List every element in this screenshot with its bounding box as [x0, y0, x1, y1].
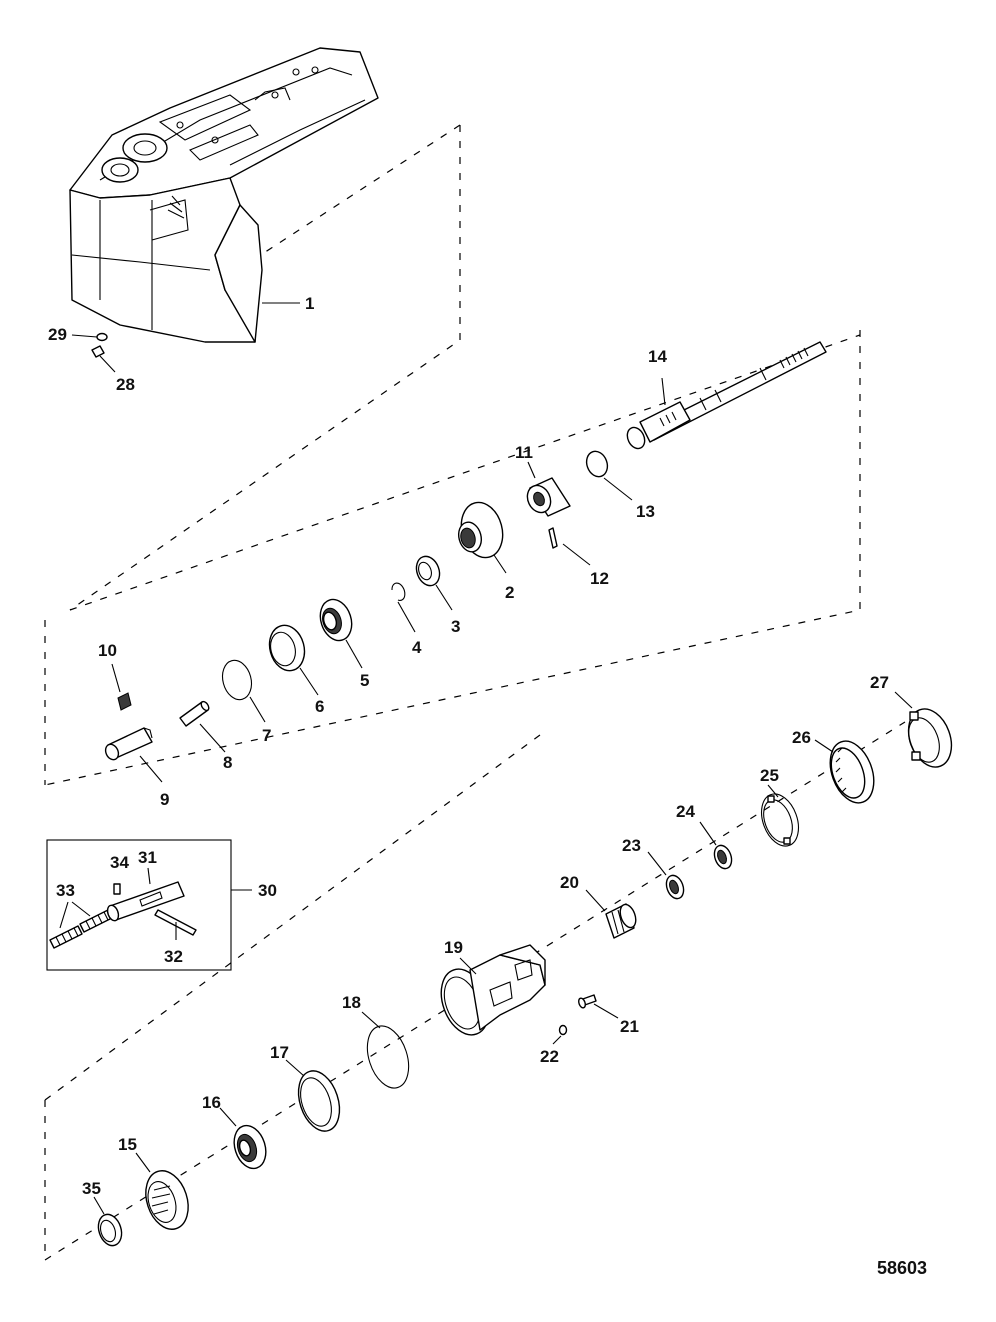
callout-25: 25 — [760, 766, 779, 785]
ball-bearing — [233, 1124, 267, 1170]
callout-7: 7 — [262, 726, 271, 745]
callout-29: 29 — [48, 325, 67, 344]
callout-23: 23 — [622, 836, 641, 855]
callout-16: 16 — [202, 1093, 221, 1112]
snap-ring — [391, 582, 406, 601]
callout-32: 32 — [164, 947, 183, 966]
callout-17: 17 — [270, 1043, 289, 1062]
callout-13: 13 — [636, 502, 655, 521]
retaining-ring — [585, 450, 609, 478]
drain-screw-and-washer — [91, 332, 108, 358]
tapered-bearing — [319, 598, 353, 642]
bearing-carrier — [440, 944, 546, 1036]
screw — [578, 994, 597, 1009]
callout-27: 27 — [870, 673, 889, 692]
needle-bearing — [415, 555, 441, 587]
callout-11: 11 — [515, 443, 533, 462]
callout-33: 33 — [56, 881, 75, 900]
assembly-guide-lines — [44, 124, 906, 1261]
callout-26: 26 — [792, 728, 811, 747]
thrust-ring — [297, 1070, 341, 1132]
callout-2: 2 — [505, 583, 514, 602]
callout-22: 22 — [540, 1047, 559, 1066]
roller-bearing — [605, 903, 637, 939]
figure-id: 58603 — [877, 1258, 927, 1278]
callout-4: 4 — [412, 638, 422, 657]
callout-21: 21 — [620, 1017, 639, 1036]
callout-18: 18 — [342, 993, 361, 1012]
callout-28: 28 — [116, 375, 135, 394]
callout-6: 6 — [315, 697, 324, 716]
thrust-washer — [713, 844, 733, 870]
gear-housing — [69, 47, 379, 343]
callout-9: 9 — [160, 790, 169, 809]
cam-follower — [179, 700, 210, 727]
thrust-hub — [145, 1170, 189, 1230]
bearing-cup — [268, 624, 306, 672]
callout-8: 8 — [223, 753, 232, 772]
callout-5: 5 — [360, 671, 369, 690]
detent-pin — [117, 692, 132, 711]
callout-24: 24 — [676, 802, 695, 821]
retainer-cover — [907, 708, 953, 768]
clutch — [526, 477, 571, 517]
callout-19: 19 — [444, 938, 463, 957]
shift-spool — [104, 727, 153, 761]
large-o-ring — [366, 1025, 410, 1089]
seal — [665, 874, 685, 900]
shim — [221, 659, 253, 701]
callout-1: 1 — [305, 294, 314, 313]
retainer-nut — [829, 740, 875, 804]
callout-12: 12 — [590, 569, 609, 588]
o-ring — [558, 1024, 568, 1036]
callout-20: 20 — [560, 873, 579, 892]
callout-3: 3 — [451, 617, 460, 636]
callout-30: 30 — [258, 881, 277, 900]
callout-35: 35 — [82, 1179, 101, 1198]
callout-34: 34 — [110, 853, 129, 872]
callout-14: 14 — [648, 347, 667, 366]
tab-washer — [760, 793, 800, 847]
callout-15: 15 — [118, 1135, 137, 1154]
reverse-gear — [457, 501, 504, 559]
callout-31: 31 — [138, 848, 157, 867]
springs — [49, 909, 113, 949]
cross-pin — [548, 527, 558, 549]
callout-10: 10 — [98, 641, 117, 660]
propeller-shaft — [626, 341, 827, 450]
thrust-washer-small — [97, 1213, 123, 1247]
